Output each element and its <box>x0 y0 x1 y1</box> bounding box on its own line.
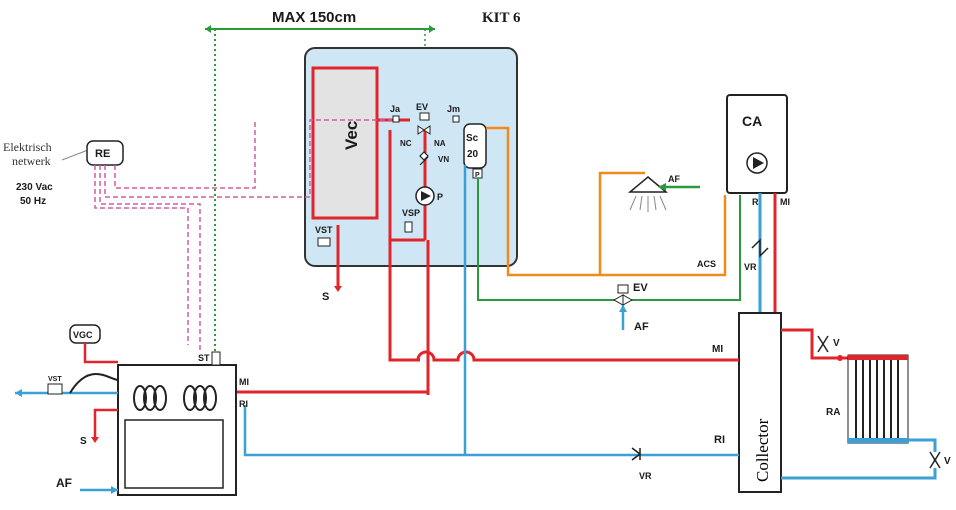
ca-label: CA <box>742 113 762 129</box>
electric-voltage: 230 Vac <box>16 182 53 193</box>
s-boiler-label: S <box>80 436 87 447</box>
jm-sensor-icon <box>452 115 460 123</box>
ev-mid-label: EV <box>633 282 648 294</box>
vr-bottom-label: VR <box>639 471 652 481</box>
ev-top-valve-icon <box>419 112 430 121</box>
sc-num-label: 20 <box>467 149 479 160</box>
ca-boiler <box>726 94 788 194</box>
boiler-firebox <box>124 419 224 489</box>
pump-label: P <box>437 192 443 202</box>
af-mid-label: AF <box>634 321 649 333</box>
v-bottom-valve-icon <box>929 451 941 469</box>
ev-mid-valve-icon <box>617 284 629 294</box>
ja-label: Ja <box>390 104 401 114</box>
ra-label: RA <box>826 407 840 418</box>
ri-boiler-label: RI <box>239 399 248 409</box>
jm-label: Jm <box>447 104 460 114</box>
vst-boiler-valve-icon <box>47 383 63 395</box>
af-boiler-label: AF <box>56 476 72 490</box>
kit-title: KIT 6 <box>482 10 521 26</box>
ev-top-label: EV <box>416 102 428 112</box>
nc-label: NC <box>400 139 412 148</box>
ri-bottom-label: RI <box>714 434 725 446</box>
vr-mid-label: VR <box>744 262 757 272</box>
v-bottom-label: V <box>944 456 951 467</box>
mi-ca-label: MI <box>780 197 790 207</box>
vr-bottom-check-icon <box>631 447 642 461</box>
electric-frequency: 50 Hz <box>20 196 46 207</box>
s-box-label: S <box>322 291 329 303</box>
st-label: ST <box>198 353 210 363</box>
re-label: RE <box>95 148 110 160</box>
vec-tank <box>311 66 379 220</box>
vr-mid-check-icon <box>751 238 769 258</box>
vst-box-label: VST <box>315 225 333 235</box>
electric-line2: netwerk <box>12 154 51 168</box>
mi-boiler-label: MI <box>239 377 249 387</box>
ja-sensor-icon <box>392 115 400 123</box>
v-top-label: V <box>833 338 840 349</box>
electric-line1: Elektrisch <box>3 140 52 154</box>
vec-label: Vec <box>342 121 361 150</box>
vsp-valve-icon <box>404 221 413 233</box>
sc20-exchanger <box>463 123 487 169</box>
v-top-valve-icon <box>817 335 829 353</box>
vst-box-valve-icon <box>317 237 331 247</box>
na-label: NA <box>434 139 446 148</box>
p-box-label: P <box>475 172 480 179</box>
collector-label: Collector <box>753 418 772 482</box>
mi-mid-label: MI <box>712 344 723 355</box>
shower-head-icon <box>627 176 669 193</box>
vsp-label: VSP <box>402 208 420 218</box>
ri-ca-label: RI <box>752 197 761 207</box>
sc-label: Sc <box>466 133 479 144</box>
vn-label: VN <box>438 155 449 164</box>
acs-label: ACS <box>697 259 716 269</box>
vgc-label: VGC <box>73 330 93 340</box>
af-shower-label: AF <box>668 174 680 184</box>
collector-box <box>738 312 782 493</box>
max-distance-label: MAX 150cm <box>272 9 356 26</box>
vst-boiler-label: VST <box>48 376 62 383</box>
